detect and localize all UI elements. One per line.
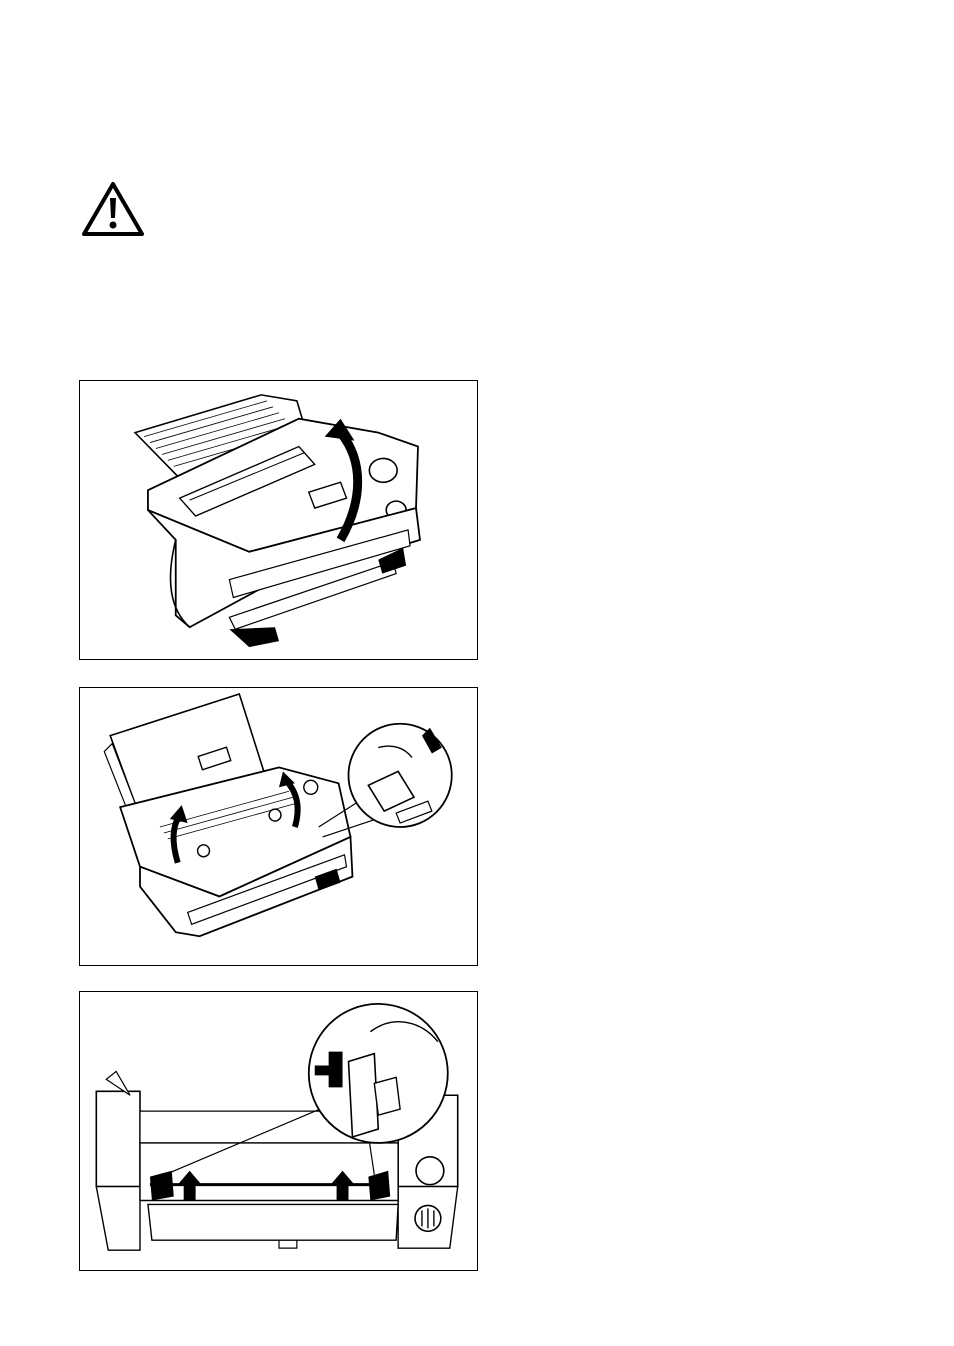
printer-release-levers-illustration (79, 687, 478, 966)
printer-illustration-2 (80, 688, 477, 965)
warning-triangle-icon (80, 180, 146, 238)
printer-illustration-1 (80, 381, 477, 659)
printer-illustration-3 (80, 992, 477, 1270)
printer-cover-open-illustration (79, 380, 478, 660)
printer-front-levers-illustration (79, 991, 478, 1271)
